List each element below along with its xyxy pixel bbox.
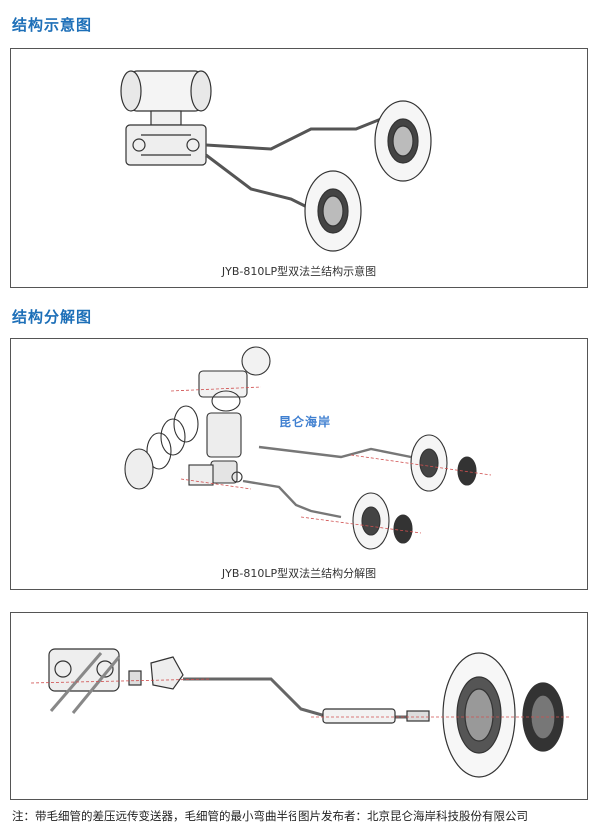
section-title-exploded: 结构分解图 [12,308,93,326]
structure-diagram [120,70,432,252]
exploded-diagram [124,346,492,550]
capillary-detail-diagram [30,648,571,778]
structure-diagram-panel: JYB-810LP型双法兰结构示意图 [10,48,588,288]
exploded-diagram-panel: 昆仑海岸 JYB-810LP型双法兰结构分解图 [10,338,588,590]
section-title-structure: 结构示意图 [12,16,93,34]
capillary-detail-panel [10,612,588,800]
figure-caption-structure: JYB-810LP型双法兰结构示意图 [221,265,377,278]
watermark-logo: 昆仑海岸 [279,415,332,429]
figure-caption-exploded: JYB-810LP型双法兰结构分解图 [221,567,377,580]
publisher-credit: 图片发布者：北京昆仑海岸科技股份有限公司 [296,808,528,824]
